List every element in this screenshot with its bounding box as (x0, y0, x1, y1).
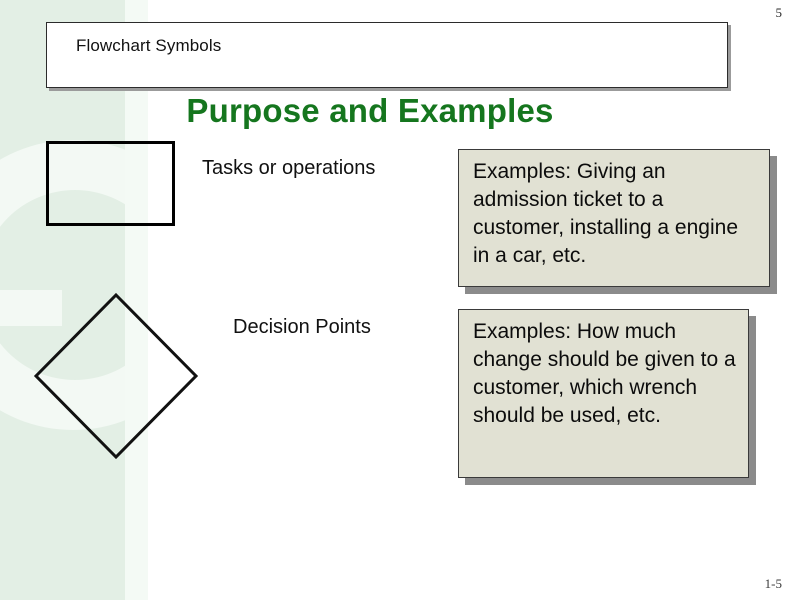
row-label-tasks: Tasks or operations (202, 157, 376, 179)
process-rectangle-symbol (46, 141, 175, 226)
page-title: Flowchart Symbols (76, 36, 222, 55)
title-box (46, 22, 728, 88)
slide-heading: Purpose and Examples (186, 92, 554, 129)
decorative-notch (0, 290, 62, 326)
row-label-decision: Decision Points (233, 316, 371, 338)
background-mask (148, 0, 268, 600)
example-callout-tasks: Examples: Giving an admission ticket to … (458, 149, 770, 287)
example-callout-decision: Examples: How much change should be give… (458, 309, 749, 478)
slide-number-bottom: 1-5 (764, 576, 782, 591)
decision-diamond-symbol (33, 292, 199, 460)
left-light-band (125, 0, 148, 600)
slide-number-top: 5 (775, 5, 783, 20)
